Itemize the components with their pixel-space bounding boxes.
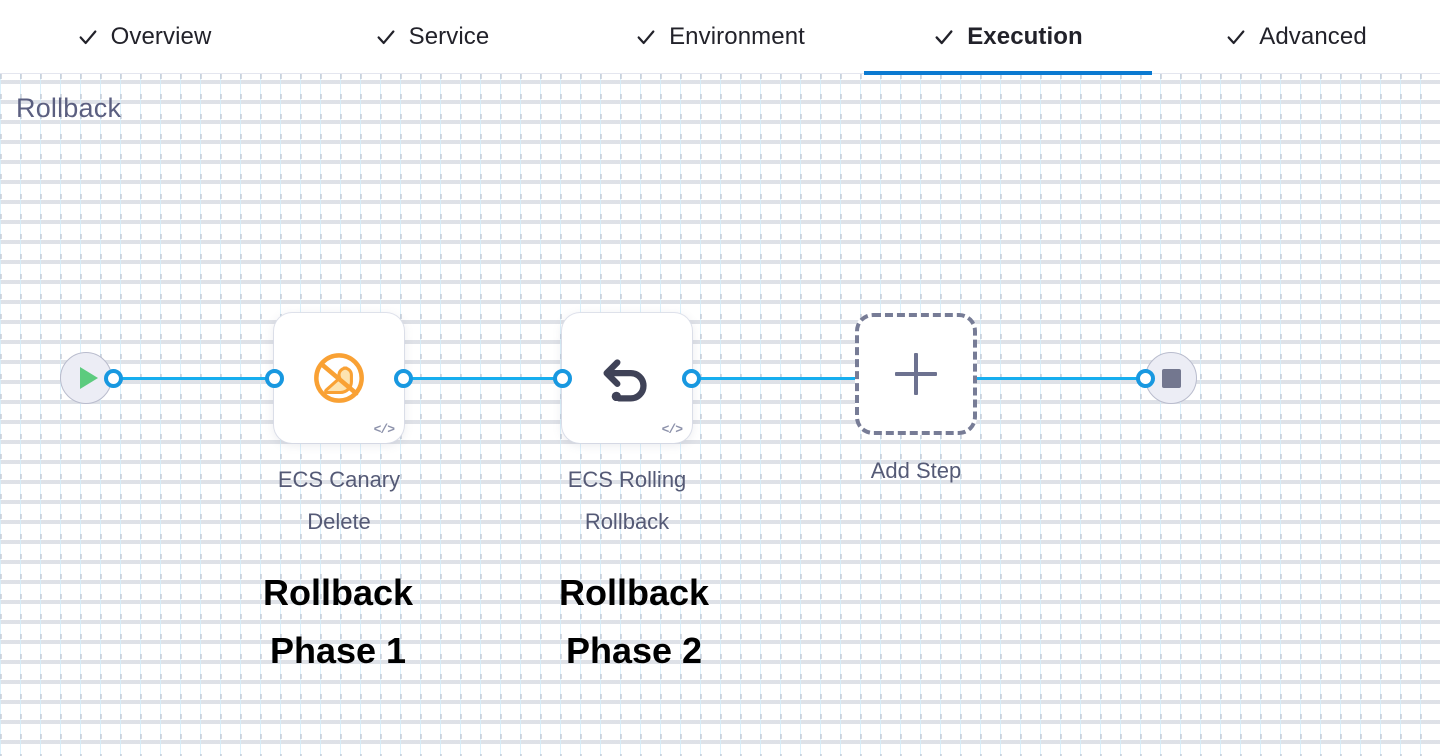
tab-service-label: Service [408,22,490,50]
port-step2-output[interactable] [682,369,701,388]
plus-icon [895,353,937,395]
edge-start-to-step1 [112,377,284,380]
check-icon [1225,26,1247,48]
stop-icon [1161,368,1181,388]
code-badge-icon: </> [373,422,395,437]
stage-title: Rollback [16,93,122,123]
check-icon [77,26,99,48]
play-icon [79,367,98,389]
code-badge-icon: </> [661,422,683,437]
step-label-line2: Delete [307,509,371,534]
start-node[interactable] [60,352,112,404]
step-label-line1: ECS Canary [277,467,401,492]
step-node-label-ecs-rolling-rollback: ECS Rolling Rollback [532,459,722,543]
add-step-button[interactable] [855,313,977,435]
tab-environment-label: Environment [669,22,805,50]
annotation-rollback-phase-1: Rollback Phase 1 [188,564,488,680]
tab-advanced-label: Advanced [1259,22,1367,50]
tab-overview-label: Overview [110,22,212,50]
tab-overview[interactable]: Overview [0,0,288,74]
tab-active-underline [864,70,1152,75]
annotation-line1: Rollback [558,572,710,613]
port-step2-input[interactable] [553,369,572,388]
annotation-line2: Phase 2 [565,630,703,671]
tab-execution[interactable]: Execution [864,0,1152,75]
add-step-label: Add Step [870,458,962,483]
execution-graph: </> ECS Canary Delete </> ECS Rolling [0,74,1440,756]
tab-advanced[interactable]: Advanced [1152,0,1440,74]
step-node-label-ecs-canary-delete: ECS Canary Delete [244,459,434,543]
canary-icon [314,353,364,403]
step-node-ecs-rolling-rollback[interactable]: </> [562,313,692,443]
check-icon [375,26,397,48]
step-label-line1: ECS Rolling [567,467,687,492]
annotation-line2: Phase 1 [269,630,407,671]
tab-execution-label: Execution [967,22,1083,50]
edge-step2-to-addstep [688,377,860,380]
edge-addstep-to-end [975,377,1147,380]
step-label-line2: Rollback [584,509,670,534]
step-node-ecs-canary-delete[interactable]: </> [274,313,404,443]
port-end-input[interactable] [1136,369,1155,388]
tab-environment[interactable]: Environment [576,0,864,74]
annotation-line1: Rollback [262,572,414,613]
check-icon [635,26,657,48]
edge-step1-to-step2 [400,377,572,380]
port-step1-input[interactable] [265,369,284,388]
port-step1-output[interactable] [394,369,413,388]
rollback-arrow-icon [603,359,647,402]
tab-service[interactable]: Service [288,0,576,74]
annotation-rollback-phase-2: Rollback Phase 2 [484,564,784,680]
wizard-tab-bar: Overview Service Environment Execution [0,0,1440,75]
port-start-output[interactable] [104,369,123,388]
check-icon [933,26,955,48]
pipeline-canvas[interactable]: Rollback </> [0,74,1440,756]
